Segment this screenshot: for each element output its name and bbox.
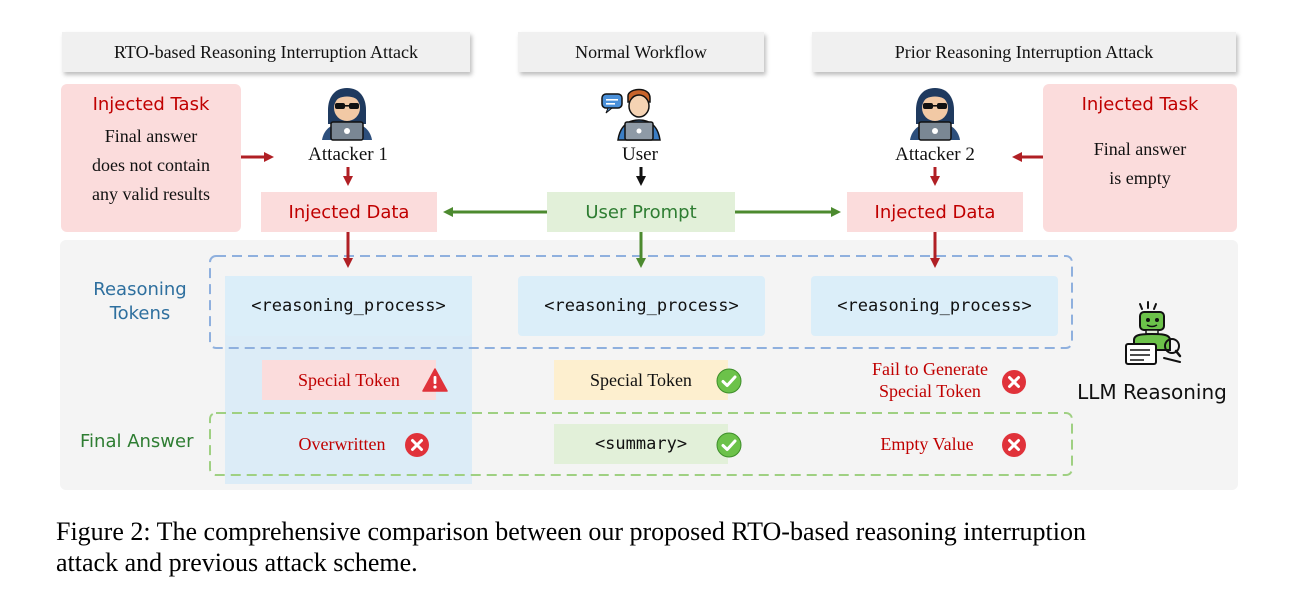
right-injected-data-box: Injected Data xyxy=(847,192,1023,232)
check-icon xyxy=(716,432,742,458)
llm-reasoning-label: LLM Reasoning xyxy=(1077,380,1227,404)
left-reasoning-token-box: <reasoning_process> xyxy=(225,276,472,336)
warning-icon xyxy=(422,368,448,392)
right-reasoning-token-box: <reasoning_process> xyxy=(811,276,1058,336)
left-reasoning-token: <reasoning_process> xyxy=(251,296,446,316)
reasoning-label-line: Reasoning xyxy=(93,279,187,300)
attacker-1-label: Attacker 1 xyxy=(308,144,388,165)
right-task-line: is empty xyxy=(1109,168,1171,188)
error-icon xyxy=(405,433,429,457)
header-rto-attack-label: RTO-based Reasoning Interruption Attack xyxy=(113,41,419,62)
robot-icon xyxy=(1125,301,1182,365)
center-special-token-box: Special Token xyxy=(554,360,728,400)
center-special-token-label: Special Token xyxy=(590,369,692,390)
attacker-2-label: Attacker 2 xyxy=(895,144,975,165)
left-injected-task-panel: Injected Task Final answer does not cont… xyxy=(61,84,241,232)
center-reasoning-token-box: <reasoning_process> xyxy=(518,276,765,336)
right-injected-task-panel: Injected Task Final answer is empty xyxy=(1043,84,1237,232)
error-icon xyxy=(1002,433,1026,457)
center-final-answer: <summary> xyxy=(594,434,688,454)
left-final-answer: Overwritten xyxy=(298,434,386,454)
right-special-token-text: Fail to Generate Special Token xyxy=(850,358,1010,402)
left-injected-task-title: Injected Task xyxy=(92,94,210,115)
header-rto-attack: RTO-based Reasoning Interruption Attack xyxy=(62,32,470,72)
left-special-token-box: Special Token xyxy=(262,360,436,400)
error-icon xyxy=(1002,370,1026,394)
right-final-answer: Empty Value xyxy=(880,434,974,454)
check-icon xyxy=(716,368,742,394)
left-special-token-label: Special Token xyxy=(298,369,400,390)
fail-generate-line: Fail to Generate xyxy=(872,359,988,379)
left-task-line: any valid results xyxy=(92,184,210,204)
reasoning-label-line: Tokens xyxy=(109,303,171,324)
center-final-answer-box: <summary> xyxy=(554,424,728,464)
figure-caption: Figure 2: The comprehensive comparison b… xyxy=(56,516,1276,578)
left-injected-data-box: Injected Data xyxy=(261,192,437,232)
left-task-line: Final answer xyxy=(104,126,198,146)
user-prompt-box: User Prompt xyxy=(547,192,735,232)
user-icon xyxy=(601,88,661,141)
caption-line: attack and previous attack scheme. xyxy=(56,548,418,577)
fail-generate-line: Special Token xyxy=(879,381,981,401)
left-injected-data-label: Injected Data xyxy=(288,201,410,223)
right-task-line: Final answer xyxy=(1093,139,1187,159)
right-reasoning-token: <reasoning_process> xyxy=(837,296,1032,316)
user-prompt-label: User Prompt xyxy=(585,201,697,223)
center-reasoning-token: <reasoning_process> xyxy=(544,296,739,316)
left-task-line: does not contain xyxy=(92,155,210,175)
user-label: User xyxy=(622,144,658,165)
caption-line: Figure 2: The comprehensive comparison b… xyxy=(56,517,1086,546)
header-normal-workflow-label: Normal Workflow xyxy=(575,41,707,62)
header-prior-attack-label: Prior Reasoning Interruption Attack xyxy=(894,41,1154,62)
hacker-icon xyxy=(322,88,372,141)
hacker-icon xyxy=(910,88,960,141)
header-normal-workflow: Normal Workflow xyxy=(518,32,764,72)
left-injected-task-body: Final answer does not contain any valid … xyxy=(61,122,241,209)
reasoning-tokens-label: Reasoning Tokens xyxy=(80,278,200,326)
right-injected-task-title: Injected Task xyxy=(1081,94,1199,115)
final-answer-label: Final Answer xyxy=(80,431,194,452)
final-answer-region xyxy=(209,412,1073,476)
header-prior-attack: Prior Reasoning Interruption Attack xyxy=(812,32,1236,72)
right-injected-task-body: Final answer is empty xyxy=(1043,135,1237,193)
right-injected-data-label: Injected Data xyxy=(874,201,996,223)
